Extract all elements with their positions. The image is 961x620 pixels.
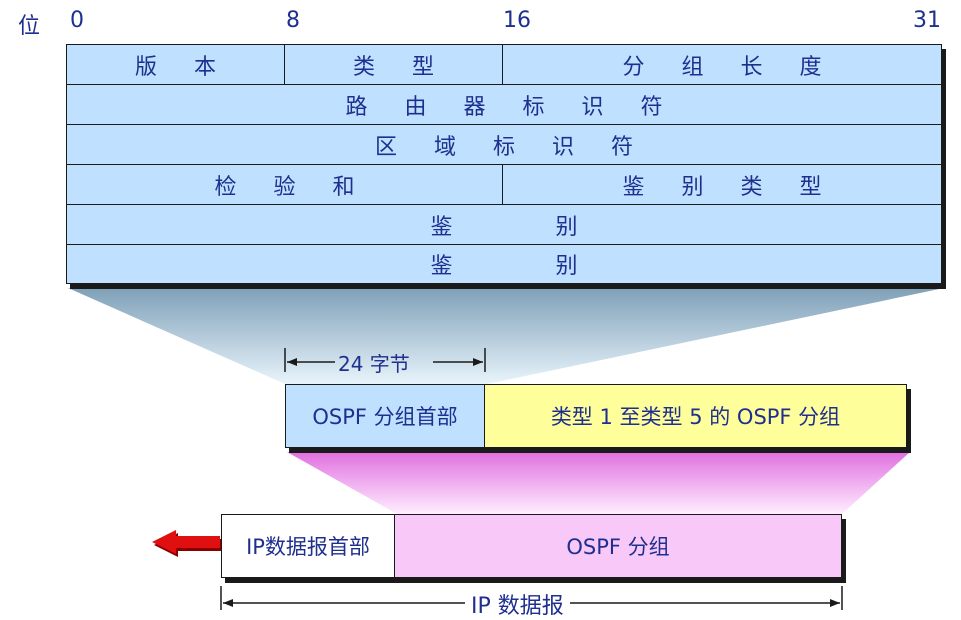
field-checksum: 检 验 和 <box>66 164 503 205</box>
bit-0: 0 <box>70 8 84 33</box>
bit-axis-label: 位 <box>18 14 41 39</box>
ip-datagram-label: IP 数据报 <box>465 588 570 620</box>
packet-expansion-funnel <box>287 452 910 514</box>
ip-datagram-header: IP数据报首部 <box>221 514 395 578</box>
field-version: 版 本 <box>66 44 285 85</box>
ospf-header-format: 版 本 类 型 分 组 长 度 路 由 器 标 识 符 区 域 标 识 符 检 … <box>66 44 942 284</box>
outgoing-arrow-icon <box>152 530 222 557</box>
field-type: 类 型 <box>284 44 503 85</box>
ip-datagram-payload: OSPF 分组 <box>395 514 842 578</box>
field-authentication-1: 鉴 别 <box>66 204 942 245</box>
field-area-id: 区 域 标 识 符 <box>66 124 942 165</box>
field-authentication-2: 鉴 别 <box>66 244 942 284</box>
ospf-packet-header: OSPF 分组首部 <box>285 384 485 448</box>
field-packet-length: 分 组 长 度 <box>502 44 942 85</box>
ospf-packet-body: 类型 1 至类型 5 的 OSPF 分组 <box>485 384 907 448</box>
bit-31: 31 <box>913 8 941 33</box>
field-router-id: 路 由 器 标 识 符 <box>66 84 942 125</box>
header-expansion-funnel <box>68 288 944 384</box>
header-size-label: 24 字节 <box>338 352 410 376</box>
bit-16: 16 <box>503 8 531 33</box>
bit-8: 8 <box>286 8 300 33</box>
field-auth-type: 鉴 别 类 型 <box>502 164 942 205</box>
